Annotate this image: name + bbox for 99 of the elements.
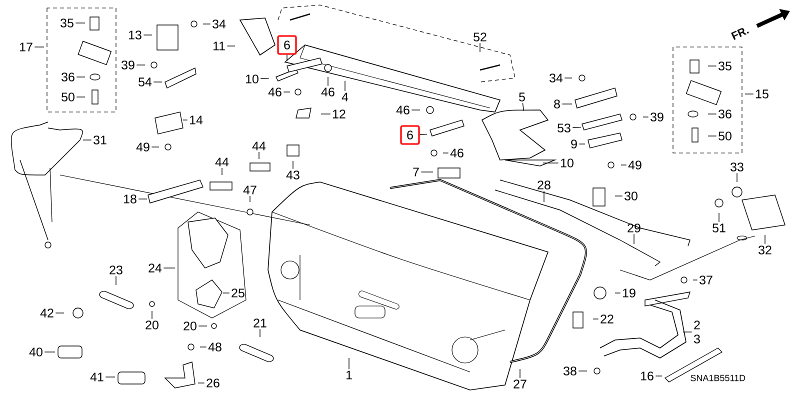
drawing-code: SNA1B5511D [690,374,746,382]
callout-number: 11 [213,42,225,50]
callout-number: 27 [514,380,526,388]
leader-line [222,292,230,294]
callout-number: 34 [212,20,226,28]
callout-number: 18 [124,194,136,204]
callout-number: 13 [129,30,142,40]
callout-number: 51 [712,224,726,232]
leader-line [578,370,588,372]
callout-number: 16 [641,372,654,380]
leader-line [344,80,346,92]
callout-number: 47 [243,186,256,194]
callout-number: 21 [254,318,266,328]
callout-number: 34 [550,74,563,82]
callout-number: 28 [538,180,550,190]
leader-line [348,358,350,370]
callout-number: 48 [208,342,222,352]
callout-number: 5 [519,92,525,102]
callout-number: 42 [40,308,54,318]
leader-line [292,160,294,170]
leader-line [75,22,86,24]
leader-line [572,126,582,128]
callout-number: 15 [756,90,768,98]
callout-number: 35 [60,18,74,28]
callout-number: 10 [561,158,574,168]
leader-line [736,172,738,182]
callout-number: 10 [246,74,258,84]
callout-number: 49 [136,142,150,152]
leader-line [34,46,44,48]
callout-number: 41 [90,372,104,382]
leader-line [76,76,86,78]
callout-number: 50 [718,132,732,140]
callout-number: 39 [122,60,134,70]
leader-line [718,212,720,222]
callout-number: 20 [184,322,196,330]
leader-line [105,376,116,378]
leader-line [592,318,599,320]
callout-number: 54 [138,78,152,86]
leader-line [258,152,260,160]
callout-number: 19 [623,288,636,298]
highlighted-callout: 6 [277,35,297,55]
callout-number: 25 [232,288,244,298]
leader-line [138,198,148,200]
callout-number: 12 [333,110,346,118]
callout-number: 49 [628,160,642,170]
leader-line [442,152,449,154]
callout-number: 7 [413,168,419,176]
callout-number: 33 [730,162,744,172]
callout-number: 46 [396,106,410,114]
callout-number: 44 [215,158,229,166]
callout-number: 52 [474,32,486,42]
leader-line [764,234,766,244]
leader-line [55,312,64,314]
leader-line [614,292,621,294]
leader-line [198,382,205,384]
callout-number: 46 [268,88,282,96]
callout-number: 8 [554,100,560,108]
highlighted-callout: 6 [400,125,420,145]
leader-line [419,134,428,135]
callout-number: 40 [29,348,42,356]
callout-number: 46 [450,148,464,158]
callout-number: 2 3 [694,320,700,344]
callout-number: 36 [62,72,74,82]
callout-number: 1 [346,370,352,380]
callout-number: 39 [650,112,664,122]
callout-number: 32 [758,246,772,254]
callout-number: 36 [718,110,732,118]
leader-line [143,34,152,36]
callout-number: 38 [564,366,576,376]
leader-line [200,346,207,348]
leader-line [522,102,524,112]
callout-number: 37 [700,276,712,284]
callout-number: 53 [558,124,570,132]
callout-number: 24 [148,264,162,272]
leader-line [260,78,270,79]
callout-number: 20 [146,320,158,330]
leader-line [151,146,160,148]
callout-number: 43 [286,170,300,180]
leader-line [286,54,288,62]
callout-number: 50 [62,92,74,102]
callout-number: 30 [624,192,638,200]
leader-line [642,116,649,118]
callout-number: 26 [206,378,220,388]
callout-number: 14 [190,116,203,124]
callout-number: 17 [20,42,32,52]
leader-line [620,164,627,166]
callout-number: 4 [342,92,348,102]
callout-number: 23 [110,266,122,274]
leader-line [136,64,146,66]
callout-number: 31 [94,136,106,144]
callout-number: 29 [628,224,640,232]
callout-number: 22 [600,314,614,324]
callout-number: 35 [718,62,732,70]
callout-number: 9 [571,140,577,148]
leader-line [76,96,86,98]
callout-number: 44 [252,142,266,150]
direction-label: FR. [731,28,749,40]
callout-number: 46 [321,88,334,96]
leader-line [542,162,559,164]
